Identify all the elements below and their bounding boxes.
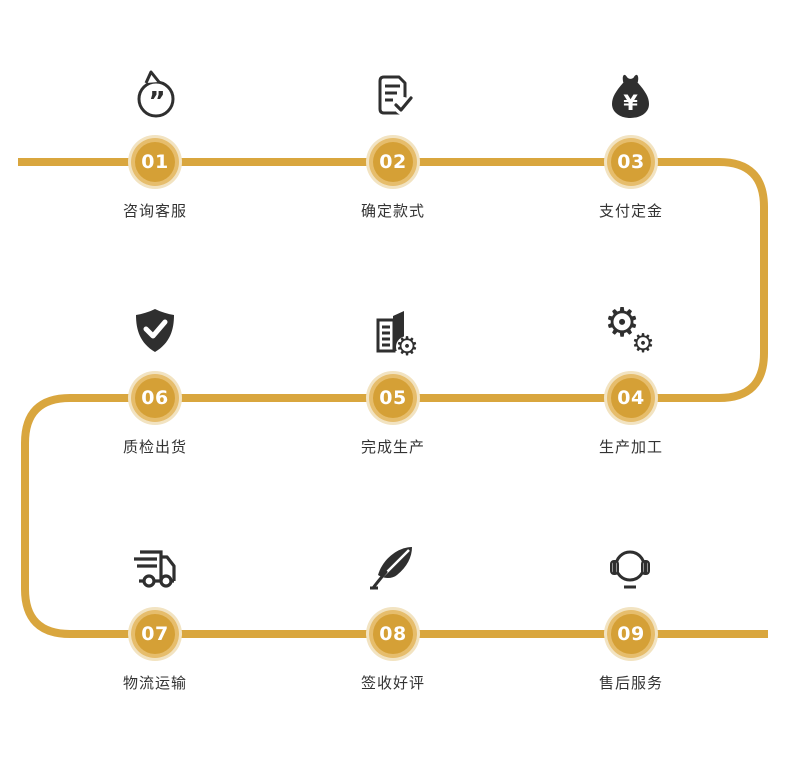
step-number: 08 (379, 623, 407, 645)
truck-icon (127, 540, 183, 596)
money-bag-icon: ¥ (603, 68, 659, 124)
step-05: ⚙ 05 完成生产 (323, 304, 463, 457)
step-number-badge: 01 (135, 142, 175, 182)
step-02: 02 确定款式 (323, 68, 463, 221)
step-label: 售后服务 (598, 674, 663, 692)
step-03: ¥ 03 支付定金 (561, 68, 701, 221)
svg-text:⚙: ⚙ (631, 329, 654, 359)
document-check-icon (365, 68, 421, 124)
step-number: 04 (617, 387, 645, 409)
step-label: 物流运输 (122, 674, 187, 692)
step-label: 支付定金 (598, 202, 663, 220)
step-number-badge: 09 (611, 614, 651, 654)
step-number: 09 (617, 623, 645, 645)
step-number: 06 (141, 387, 169, 409)
step-label: 咨询客服 (122, 202, 187, 220)
step-09: 09 售后服务 (561, 540, 701, 693)
step-number-badge: 07 (135, 614, 175, 654)
svg-text:”: ” (148, 87, 165, 117)
step-number: 07 (141, 623, 169, 645)
svg-text:⚙: ⚙ (604, 305, 640, 346)
step-number-badge: 06 (135, 378, 175, 418)
step-label: 签收好评 (360, 674, 425, 692)
step-label: 确定款式 (360, 202, 425, 220)
step-06: 06 质检出货 (85, 304, 225, 457)
chat-bubble-icon: ” (127, 68, 183, 124)
svg-text:⚙: ⚙ (395, 332, 418, 359)
headset-icon (603, 540, 659, 596)
step-label: 质检出货 (122, 438, 187, 456)
step-08: 08 签收好评 (323, 540, 463, 693)
step-number-badge: 02 (373, 142, 413, 182)
step-number-badge: 04 (611, 378, 651, 418)
step-04: ⚙ ⚙ 04 生产加工 (561, 304, 701, 457)
gears-icon: ⚙ ⚙ (603, 304, 659, 360)
step-number-badge: 08 (373, 614, 413, 654)
step-number: 02 (379, 151, 407, 173)
shield-check-icon (127, 304, 183, 360)
step-number-badge: 05 (373, 378, 413, 418)
step-number-badge: 03 (611, 142, 651, 182)
step-01: ” 01 咨询客服 (85, 68, 225, 221)
step-label: 完成生产 (360, 438, 425, 456)
step-number: 05 (379, 387, 407, 409)
step-07: 07 物流运输 (85, 540, 225, 693)
step-label: 生产加工 (598, 438, 663, 456)
step-number: 01 (141, 151, 169, 173)
step-number: 03 (617, 151, 645, 173)
svg-text:¥: ¥ (623, 91, 638, 115)
feather-icon (365, 540, 421, 596)
factory-gear-icon: ⚙ (365, 304, 421, 360)
